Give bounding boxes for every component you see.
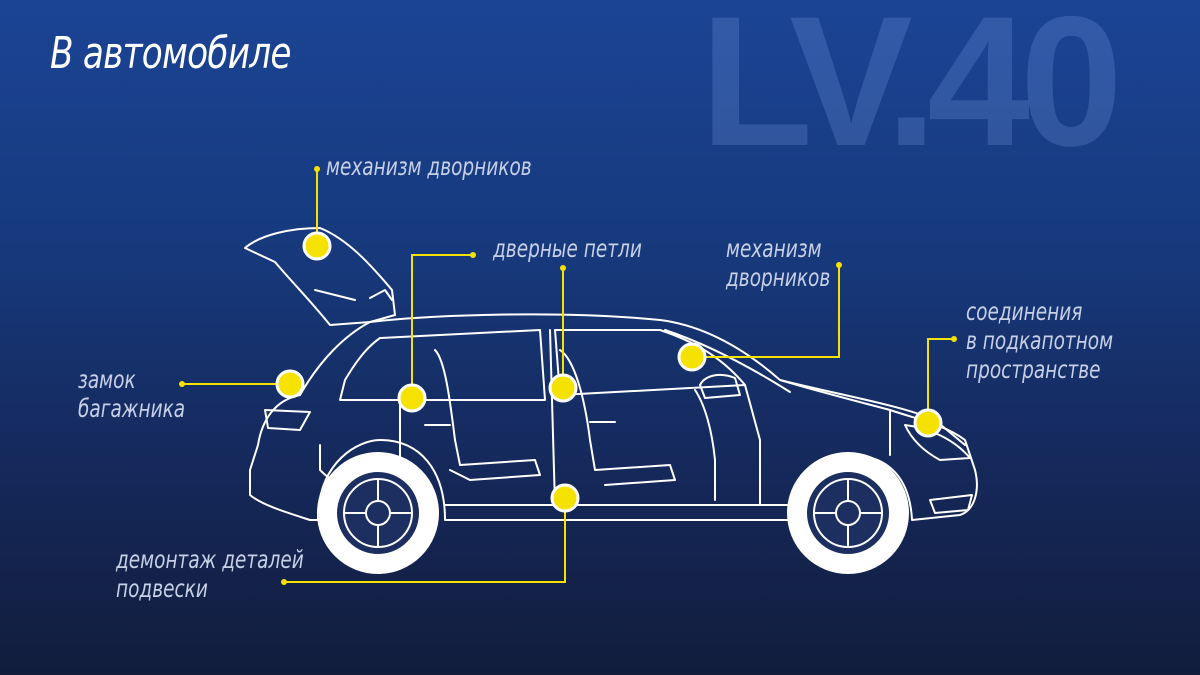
callout-endpoints — [179, 166, 957, 585]
label-wiper-top: механизм дворников — [326, 152, 532, 181]
label-wiper-front: механизм дворников — [726, 234, 831, 292]
label-trunk-lock: замок багажника — [78, 365, 186, 423]
marker-door-hinge-front — [397, 383, 427, 413]
leader-suspension — [284, 498, 566, 583]
callout-markers — [275, 231, 943, 513]
brand-logo-watermark: LV.40 — [700, 0, 1123, 185]
leader-wiper-front — [692, 265, 840, 358]
marker-door-hinge-middle — [548, 373, 578, 403]
marker-suspension — [550, 483, 580, 513]
callout-leaders — [182, 169, 954, 583]
leader-engine — [927, 338, 954, 423]
marker-trunk-lock — [275, 369, 305, 399]
label-suspension: демонтаж деталей подвески — [116, 545, 304, 603]
leader-door-hinges — [411, 254, 473, 398]
front-wheel — [787, 452, 909, 574]
page-title: В автомобиле — [50, 28, 292, 79]
label-engine: соединения в подкапотном пространстве — [966, 297, 1114, 384]
marker-wiper-front — [677, 342, 707, 372]
marker-wiper-top — [302, 231, 332, 261]
marker-engine — [913, 408, 943, 438]
label-door-hinges: дверные петли — [493, 234, 642, 263]
rear-wheel — [317, 452, 439, 574]
